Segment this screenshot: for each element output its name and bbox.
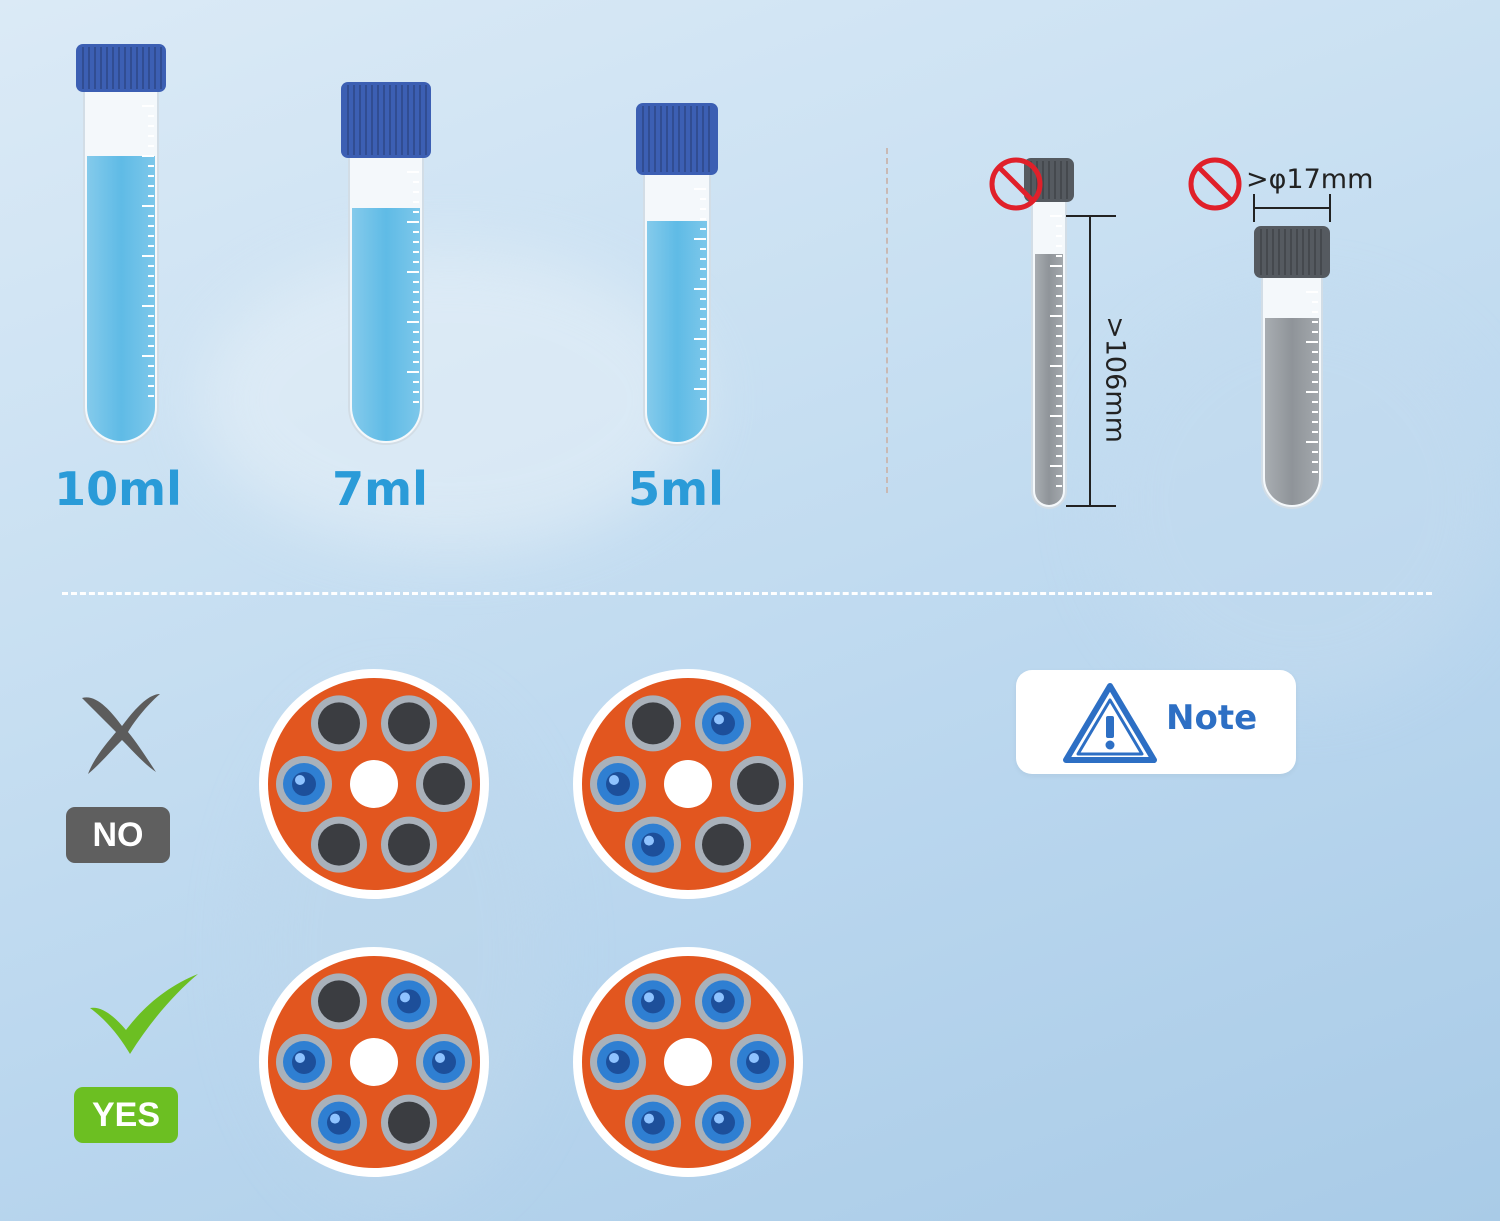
tube-top	[432, 1050, 456, 1074]
rotor-slot-empty	[388, 702, 430, 745]
rotor-slot-empty	[388, 823, 430, 866]
tube-highlight	[609, 1053, 619, 1063]
rotor-hub	[350, 760, 398, 808]
tube-highlight	[609, 775, 619, 785]
tube-top	[746, 1050, 770, 1074]
tube-highlight	[644, 992, 654, 1003]
tube-7ml-icon	[341, 82, 431, 445]
rotor-disc	[259, 669, 489, 899]
tube-top	[711, 989, 735, 1014]
tube-highlight	[295, 1053, 305, 1063]
tube-cap	[341, 82, 431, 158]
tube-label-5ml: 5ml	[628, 462, 724, 516]
tube-highlight	[714, 1113, 724, 1124]
diameter-limit-label: >φ17mm	[1246, 164, 1374, 195]
tube-liquid	[1265, 318, 1319, 505]
tube-highlight	[400, 992, 410, 1003]
rotor-slot-empty	[423, 763, 465, 805]
tube-top	[606, 1050, 630, 1074]
rotor-slot-empty	[388, 1101, 430, 1144]
tube-top	[641, 1110, 665, 1135]
warning-icon	[1063, 683, 1157, 763]
tube-highlight	[295, 775, 305, 785]
section-divider	[886, 148, 888, 493]
tube-highlight	[330, 1113, 340, 1124]
tube-top	[711, 711, 735, 736]
rotor-disc	[573, 947, 803, 1177]
rotor-unbalanced	[573, 669, 803, 899]
tube-10ml-icon	[76, 44, 166, 445]
tube-label-10ml: 10ml	[54, 462, 182, 516]
tube-top	[292, 1050, 316, 1074]
tube-liquid	[352, 208, 420, 441]
tube-top	[711, 1110, 735, 1135]
rotor-slot-empty	[318, 980, 360, 1023]
tube-liquid	[87, 156, 155, 441]
tube-5ml-icon	[636, 103, 718, 446]
tube-highlight	[714, 992, 724, 1003]
tube-label-7ml: 7ml	[332, 462, 428, 516]
height-dimension-line	[1066, 215, 1116, 507]
note-callout: Note	[1016, 670, 1296, 774]
cross-icon	[82, 694, 160, 774]
rotor-slot-empty	[318, 823, 360, 866]
rotor-disc	[573, 669, 803, 899]
rotor-slot-empty	[737, 763, 779, 805]
tube-highlight	[644, 1113, 654, 1124]
tube-liquid	[1035, 254, 1063, 505]
tube-highlight	[714, 714, 724, 725]
prohibited-icon	[989, 157, 1043, 211]
tube-liquid	[647, 221, 707, 442]
rotor-unbalanced	[259, 669, 489, 899]
tube-highlight	[644, 835, 654, 846]
horizontal-divider	[62, 592, 1432, 595]
tube-cap	[1254, 226, 1330, 278]
tube-top	[641, 832, 665, 857]
tube-top	[606, 772, 630, 796]
tube-top	[641, 989, 665, 1014]
rotor-slot-empty	[632, 702, 674, 745]
rotor-disc	[259, 947, 489, 1177]
rotor-hub	[350, 1038, 398, 1086]
note-label: Note	[1166, 698, 1258, 738]
rotor-slot-empty	[318, 702, 360, 745]
yes-badge: YES	[74, 1087, 178, 1143]
rotor-hub	[664, 760, 712, 808]
rotor-slot-empty	[702, 823, 744, 866]
rotor-hub	[664, 1038, 712, 1086]
tube-cap	[76, 44, 166, 92]
tube-top	[327, 1110, 351, 1135]
wide-tube-icon	[1254, 226, 1330, 509]
check-icon	[90, 974, 198, 1054]
prohibited-icon	[1188, 157, 1242, 211]
tube-top	[397, 989, 421, 1014]
tube-cap	[636, 103, 718, 175]
no-badge: NO	[66, 807, 170, 863]
tube-highlight	[749, 1053, 759, 1063]
rotor-balanced	[259, 947, 489, 1177]
tube-top	[292, 772, 316, 796]
tube-highlight	[435, 1053, 445, 1063]
background-blur	[200, 250, 700, 550]
height-limit-label: >106mm	[1099, 316, 1131, 443]
diameter-dimension-line	[1253, 194, 1331, 222]
rotor-balanced	[573, 947, 803, 1177]
